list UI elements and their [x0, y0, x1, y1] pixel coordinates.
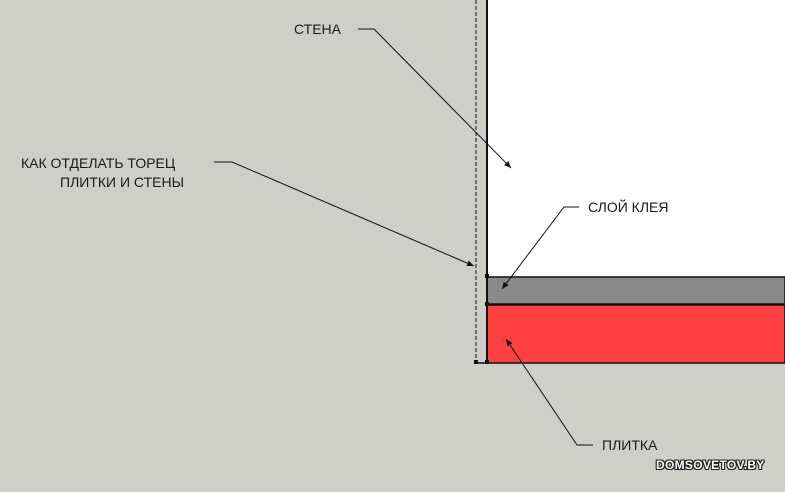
glue-layer	[486, 276, 785, 305]
corner-marker	[485, 274, 489, 278]
glue-leader-line	[501, 206, 579, 290]
wall-leader-line	[358, 28, 512, 169]
question-label-line2: ПЛИТКИ И СТЕНЫ	[60, 174, 184, 190]
tile-leader-line	[505, 338, 593, 446]
question-label-line1: КАК ОТДЕЛАТЬ ТОРЕЦ	[21, 155, 176, 171]
tile-label: ПЛИТКА	[602, 437, 658, 453]
question-leader-line	[214, 161, 475, 267]
site-watermark: DOMSOVETOV.BY	[656, 458, 765, 472]
corner-marker	[474, 360, 478, 364]
glue-label: СЛОЙ КЛЕЯ	[588, 199, 669, 215]
corner-marker	[485, 360, 489, 364]
corner-marker	[485, 302, 489, 306]
wall-label: СТЕНА	[294, 21, 341, 37]
tile	[486, 304, 785, 364]
wall-area	[487, 0, 785, 277]
